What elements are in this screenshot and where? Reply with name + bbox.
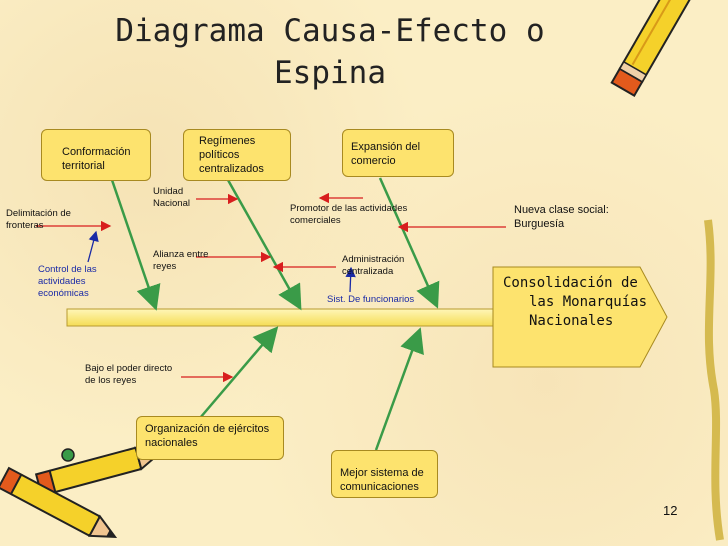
- pencil-eraser-icon: [61, 448, 75, 462]
- decorative-stripe: [704, 219, 724, 541]
- effect-line-3: Nacionales: [529, 313, 614, 329]
- cause-box-comunicaciones: Mejor sistema de comunicaciones: [331, 450, 438, 498]
- subcause-bajo-poder: Bajo el poder directo de los reyes: [85, 363, 173, 386]
- bone-conformacion: [110, 179, 161, 311]
- subcause-unidad: Unidad Nacional: [153, 186, 190, 209]
- page-title: Diagrama Causa-Efecto o Espina: [115, 13, 545, 91]
- subcause-delimitacion: Delimitación de fronteras: [6, 208, 71, 231]
- pencil-icon: [610, 0, 697, 97]
- fish-spine: [66, 308, 498, 327]
- subcause-alianza: Alianza entre reyes: [153, 249, 209, 272]
- subcause-administracion: Administración centralizada: [342, 254, 405, 277]
- subcause-funcionarios: Sist. De funcionarios: [327, 294, 415, 305]
- bone-ejercitos: [199, 326, 279, 419]
- subcause-promotor: Promotor de las actividades comerciales: [290, 203, 408, 226]
- subcause-burguesia: Nueva clase social: Burguesía: [514, 204, 609, 230]
- bone-expansion: [378, 177, 440, 309]
- cause-box-regimenes: Regímenes políticos centralizados: [183, 129, 291, 181]
- subcause-control: Control de las actividades económicas: [38, 264, 97, 299]
- effect-line-1: Consolidación de: [503, 275, 638, 291]
- effect-line-2: las Monarquías: [529, 294, 648, 310]
- arrow-control: [87, 230, 99, 263]
- effect-label: Consolidación de las Monarquías Nacional…: [503, 274, 663, 331]
- fish-head: [492, 266, 668, 368]
- page-number: 12: [663, 503, 678, 518]
- cause-box-expansion: Expansión del comercio: [342, 129, 454, 177]
- cause-box-ejercitos: Organización de ejércitos nacionales: [136, 416, 284, 460]
- pencil-icon: [0, 466, 118, 539]
- bone-regimenes: [226, 179, 302, 311]
- bone-comunicaciones: [374, 327, 424, 451]
- cause-box-conformacion: Conformación territorial: [41, 129, 151, 181]
- arrow-funcionarios: [345, 266, 356, 293]
